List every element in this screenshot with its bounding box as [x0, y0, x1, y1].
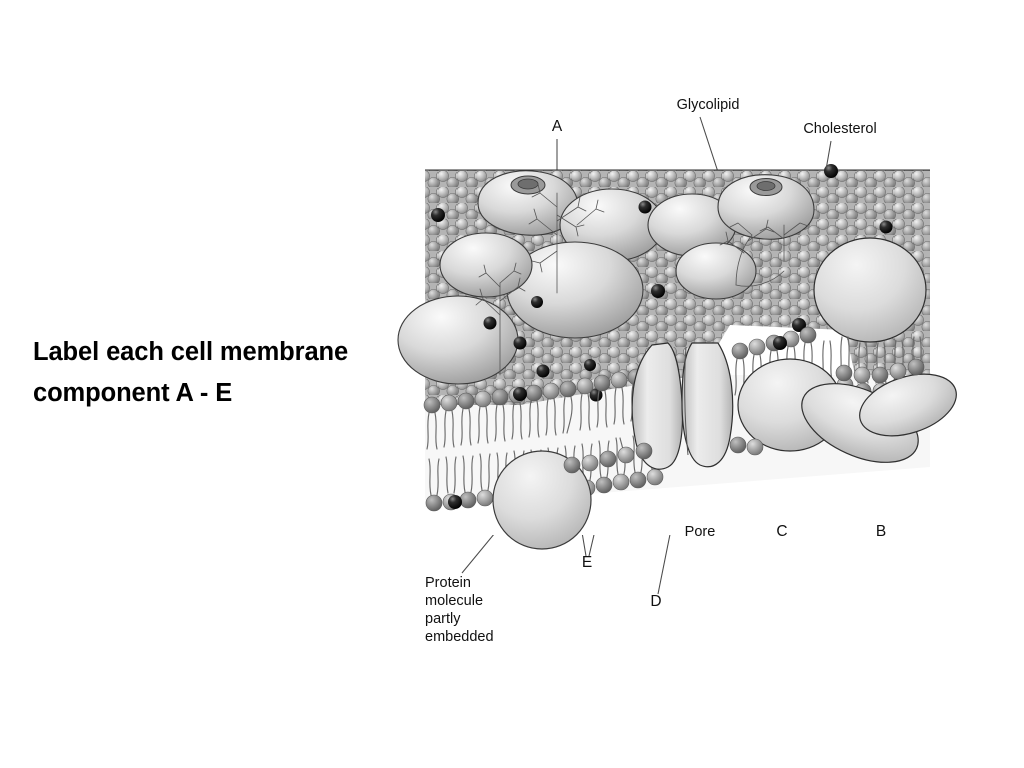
label-cholesterol: Cholesterol [803, 121, 876, 137]
cholesterol-lower-left [448, 495, 462, 509]
pore-gap [684, 346, 689, 456]
prompt-text-block: Label each cell membrane component A - E [33, 332, 423, 414]
label-protein-line-4: embedded [425, 629, 494, 645]
heads-left-of-channel [563, 442, 653, 474]
prompt-line-1: Label each cell membrane [33, 338, 349, 366]
glycolipid-branch-right [719, 219, 809, 287]
carbohydrate-branches [475, 183, 809, 376]
right-protein-cluster [729, 237, 957, 463]
label-e: E [582, 554, 592, 571]
heads-under-channel-right [729, 436, 764, 456]
surface-protein-bumps [397, 170, 815, 385]
label-d: D [650, 593, 661, 610]
channel-subunit-right [681, 342, 734, 468]
label-a: A [552, 118, 563, 135]
label-c: C [776, 523, 787, 540]
figure-labels: A Glycolipid Cholesterol B C Pore D E Pr… [425, 97, 886, 645]
label-protein-line-1: Protein [425, 575, 471, 591]
prompt-line-2: component A - E [33, 379, 233, 407]
integral-protein-large-upper-right [813, 237, 927, 343]
label-protein-line-3: partly [425, 611, 461, 627]
cell-membrane-diagram: A Glycolipid Cholesterol B C Pore D E Pr… [397, 75, 960, 655]
phospholipid-tails-upper-row [426, 382, 658, 450]
protein-molecule-partly-embedded [492, 450, 592, 550]
protein-dome-4 [675, 242, 757, 300]
protein-dome-left-mid [439, 232, 533, 298]
label-protein-line-2: molecule [425, 593, 483, 609]
glycoprotein-branch-center [528, 183, 605, 294]
channel-subunit-left [631, 342, 684, 470]
glycoprotein-branch-left [475, 262, 526, 376]
bilayer-cross-section-left [423, 366, 664, 550]
label-glycolipid: Glycolipid [677, 97, 740, 113]
heads-over-oblong [835, 358, 925, 384]
inner-leaflet-heads [423, 366, 662, 414]
label-pore: Pore [685, 524, 716, 540]
label-b: B [876, 523, 886, 540]
channel-protein-with-pore [631, 342, 734, 470]
protein-dome-crater-right [717, 174, 815, 240]
